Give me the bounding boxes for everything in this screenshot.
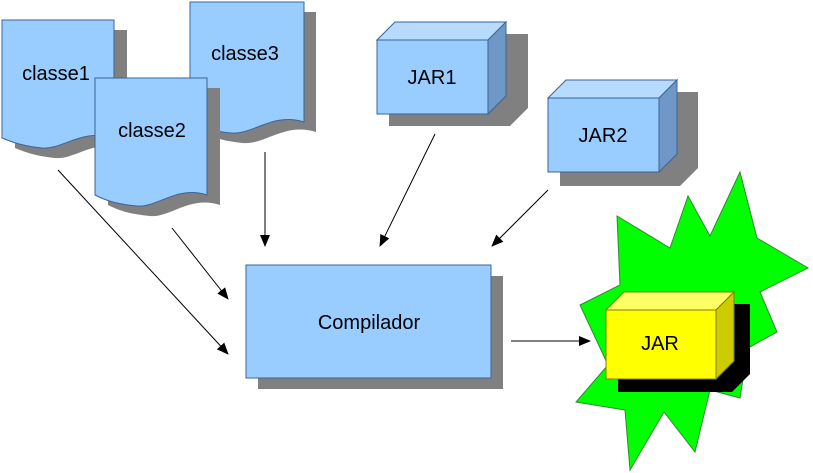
classe1-label: classe1 [22, 63, 90, 85]
jar-output-cube: JAR [604, 290, 750, 392]
classe2-label: classe2 [118, 120, 186, 142]
jar-output-label: JAR [641, 333, 679, 355]
arrow-classe1-compiler [57, 169, 229, 355]
arrow-jar1-compiler [379, 133, 436, 247]
arrow-jar2-compiler [491, 189, 549, 247]
jar2-label: JAR2 [579, 125, 628, 147]
compiler-box: Compilador [245, 264, 503, 389]
jar2-cube: JAR2 [546, 78, 698, 186]
jar1-label: JAR1 [408, 67, 457, 89]
classe2-document: classe2 [94, 77, 220, 217]
arrows [57, 133, 591, 355]
compiler-label: Compilador [318, 312, 421, 334]
jar1-cube: JAR1 [375, 20, 528, 126]
classe3-label: classe3 [211, 43, 279, 65]
arrow-classe2-compiler [171, 227, 229, 300]
classe1-document: classe1 [1, 19, 127, 159]
